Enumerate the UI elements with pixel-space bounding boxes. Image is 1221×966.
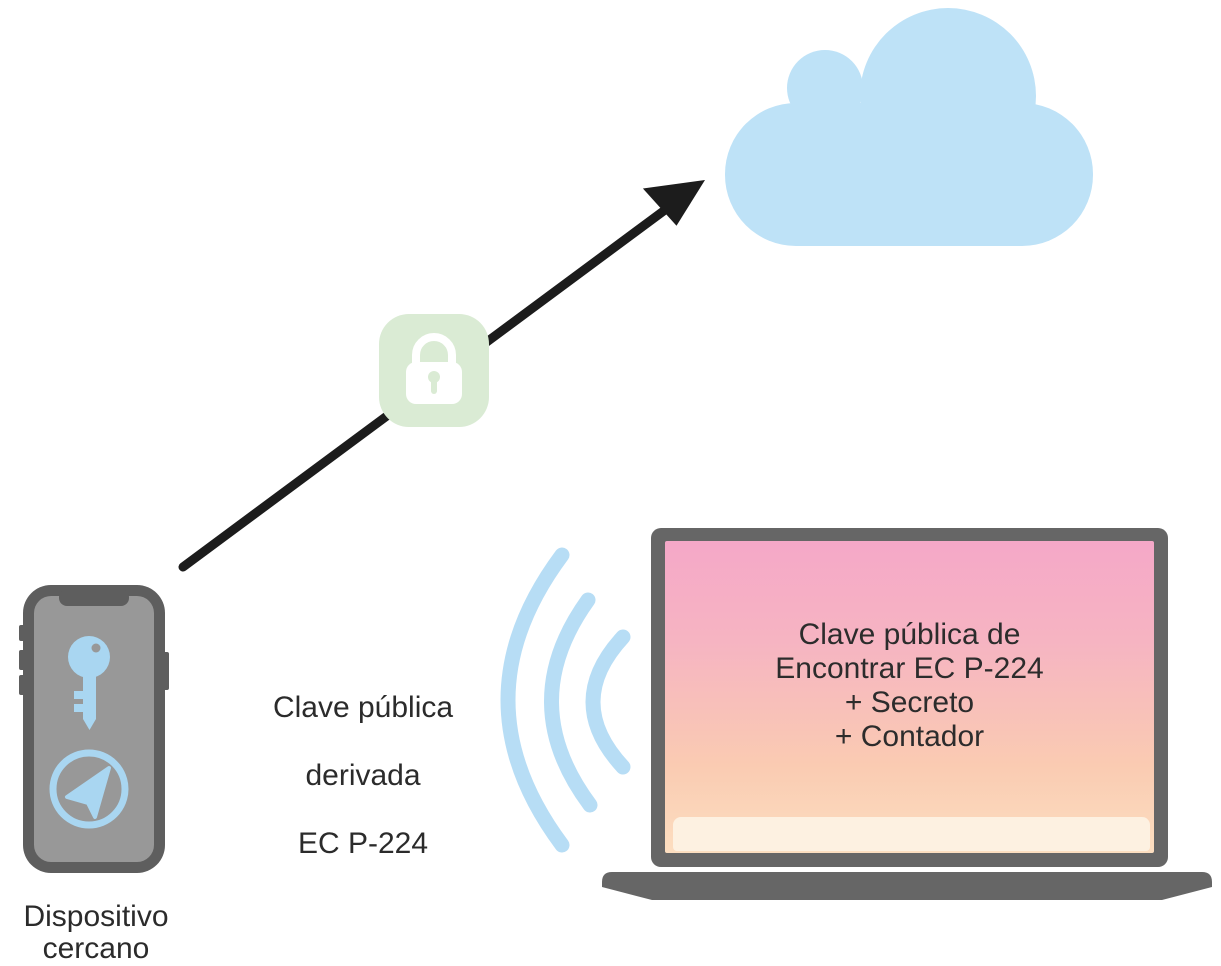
radio-waves-icon: [500, 547, 631, 853]
cloud-icon: [725, 8, 1093, 246]
derived-key-label-line: EC P-224: [297, 827, 429, 860]
laptop: Clave pública de Encontrar EC P-224 + Se…: [651, 528, 1168, 867]
laptop-screen-line: + Contador: [834, 720, 985, 753]
arrow-head: [642, 180, 705, 226]
location-arrow-icon: [49, 749, 129, 829]
key-icon: [68, 636, 110, 730]
derived-key-label-line: derivada: [305, 759, 421, 792]
lock-badge: [379, 314, 489, 427]
laptop-screen-text: Clave pública de Encontrar EC P-224 + Se…: [665, 618, 1154, 754]
derived-key-label: Clave pública derivada EC P-224: [238, 657, 488, 895]
laptop-screen-line: + Secreto: [844, 686, 975, 719]
derived-key-label-line: Clave pública: [272, 691, 454, 724]
laptop-screen-line: Encontrar EC P-224: [775, 652, 1044, 685]
laptop-base: [602, 872, 1212, 900]
laptop-screen-line: Clave pública de: [798, 618, 1021, 651]
nearby-device-label: Dispositivo cercano: [23, 900, 169, 965]
laptop-dock-bar: [673, 817, 1150, 851]
nearby-device-phone-icon: [19, 585, 169, 873]
laptop-screen: Clave pública de Encontrar EC P-224 + Se…: [665, 541, 1154, 853]
lock-icon: [406, 333, 462, 404]
phone-notch: [59, 589, 129, 606]
